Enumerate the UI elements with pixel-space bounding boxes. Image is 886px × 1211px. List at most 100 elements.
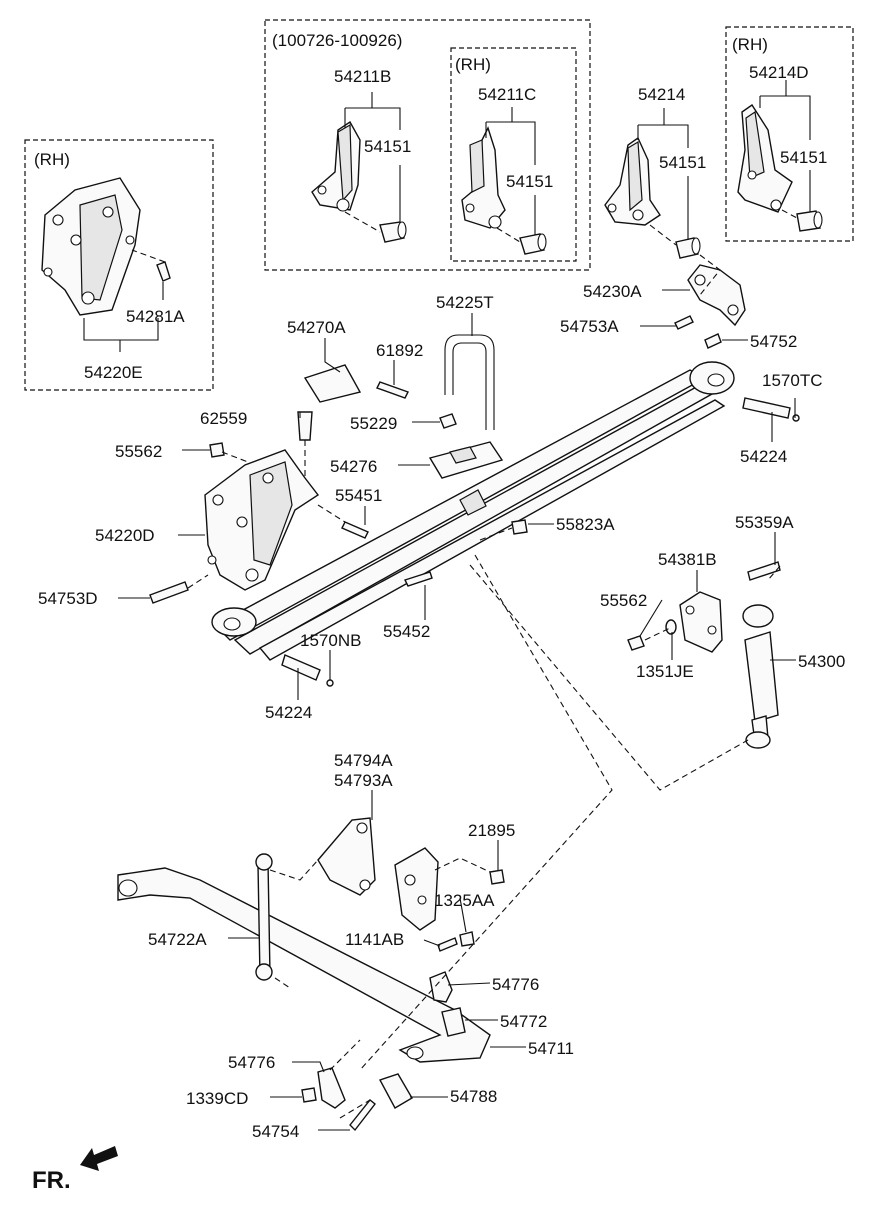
label-54230a: 54230A [583,282,642,301]
nut-55823a [511,519,528,535]
shackle-bracket-54214d [737,104,793,213]
rh-group-box-left [24,139,214,391]
label-54281a: 54281A [126,307,185,326]
pad-54270a [303,364,362,403]
label-54220d: 54220D [95,526,155,545]
label-1570tc: 1570TC [762,371,822,390]
bushing-54151-c [675,237,701,259]
label-54711: 54711 [528,1039,574,1058]
label-54224-right: 54224 [740,447,787,466]
bracket-21895-assembly [394,847,439,931]
label-55823a: 55823A [556,515,615,534]
label-front-direction: FR. [32,1167,71,1194]
nut-1570tc [792,414,800,422]
label-1325aa: 1325AA [434,891,495,910]
bushing-54788 [378,1073,413,1109]
bushing-54151-b [519,233,547,255]
label-range-box: (100726-100926) [272,31,402,50]
label-61892: 61892 [376,341,423,360]
nut-21895 [489,869,505,885]
label-54753a: 54753A [560,317,619,336]
shackle-54230a [687,264,746,327]
label-62559: 62559 [200,409,247,428]
bracket-54794a-54793a [317,817,376,896]
spacer-54276 [428,441,504,479]
bolt-1141ab [437,937,458,952]
stabilizer-bar-54711 [117,867,491,1063]
label-54752: 54752 [750,332,797,351]
label-54151-d: 54151 [780,148,827,167]
leader-lines [83,80,811,1131]
bolt-54753a [674,315,694,330]
label-54794a: 54794A [334,751,393,770]
nut-55562-a [209,442,225,458]
bolt-62559 [297,411,313,441]
shackle-bracket-54211b [311,120,361,212]
nut-55562-b [627,635,645,651]
shackle-bracket-54211c [461,126,506,229]
label-rh-left: (RH) [34,150,70,169]
u-bolt-54225t [444,334,495,430]
assembly-dashed-lines [131,209,798,1119]
bracket-54381b [679,591,723,653]
label-54788: 54788 [450,1087,497,1106]
label-1339cd: 1339CD [186,1089,248,1108]
label-54300: 54300 [798,652,845,671]
nut-54752 [704,333,722,349]
nut-1325aa [459,931,475,947]
bushing-54151-a [379,221,407,243]
shock-absorber-54300 [742,604,779,749]
bolt-54754 [349,1099,376,1132]
range-group-box [264,19,591,271]
bolt-55359a [747,561,781,581]
leaf-spring [211,361,735,661]
bolt-54224-right [742,397,791,419]
label-55452: 55452 [383,622,430,641]
bolt-55452 [404,571,433,587]
bolt-54281a [156,261,171,282]
label-54211b: 54211B [334,67,391,86]
bushing-54151-d [796,210,823,232]
label-1141ab: 1141AB [345,930,404,949]
label-55562-a: 55562 [115,442,162,461]
washer-1351je [665,619,677,635]
label-54276: 54276 [330,457,377,476]
clamp-54776-a [429,971,453,1003]
shackle-bracket-54214 [604,136,661,226]
label-54220e: 54220E [84,363,143,382]
label-54793a: 54793A [334,771,393,790]
label-55229: 55229 [350,414,397,433]
rh-group-box-middle [450,47,577,262]
label-rh-right: (RH) [732,35,768,54]
label-54151-c: 54151 [659,153,706,172]
label-54224-left: 54224 [265,703,312,722]
label-21895: 21895 [468,821,515,840]
label-55562-b: 55562 [600,591,647,610]
label-rh-middle: (RH) [455,55,491,74]
rh-group-box-right [725,26,854,242]
label-54211c: 54211C [478,85,536,104]
hanger-bracket-54220d [204,449,320,591]
label-54753d: 54753D [38,589,98,608]
label-54214: 54214 [638,85,685,104]
nut-1570nb [326,679,334,687]
front-direction-arrow-icon [80,1146,118,1171]
label-1570nb: 1570NB [300,631,361,650]
label-54776-b: 54776 [228,1053,275,1072]
nut-1339cd [301,1087,317,1103]
link-54722a [255,853,273,981]
nut-55229 [439,413,457,429]
label-55451: 55451 [335,486,382,505]
label-55359a: 55359A [735,513,794,532]
bolt-61892 [376,381,409,399]
hanger-bracket-54220e [41,177,141,316]
label-54151-b: 54151 [506,172,553,191]
bushing-54772 [441,1007,466,1037]
label-54381b: 54381B [658,550,717,569]
label-54225t: 54225T [436,293,494,312]
label-54722a: 54722A [148,930,207,949]
label-54776-a: 54776 [492,975,539,994]
label-54214d: 54214D [749,63,809,82]
label-54754: 54754 [252,1122,299,1141]
